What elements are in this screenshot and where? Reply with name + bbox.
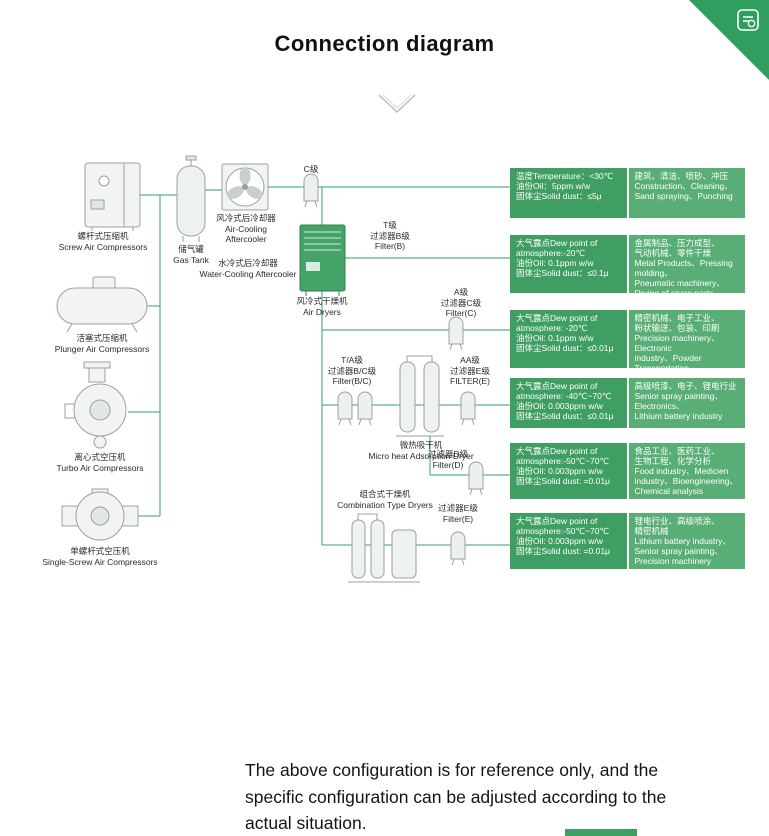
spec-box-3: 大气露点Dew point of atmosphere: -20℃ 油份Oil:… — [510, 310, 745, 368]
combination-dryer-icon — [348, 513, 420, 583]
spec-applications: 锂电行业、高级喷涂、 精密机械 Lithium battery industry… — [628, 513, 745, 569]
corner-triangle — [689, 0, 769, 80]
label-adsorption-dryer: 微热吸干机 Micro heat Adsorption Dryer — [368, 440, 474, 461]
label-air-cooling-aftercooler: 风冷式后冷却器 Air-Cooling Aftercooler — [216, 213, 276, 244]
gas-tank-icon — [176, 155, 206, 242]
certificate-icon — [737, 9, 759, 31]
label-filter-bc: T/A级 过滤器B/C级 Filter(B/C) — [327, 355, 377, 386]
spec-applications: 金属制品、压力成型、 气动机械、零件干燥 Metal Products、Pres… — [628, 235, 745, 293]
spec-conditions: 大气露点Dew point of atmosphere: -40℃~70℃ 油份… — [510, 378, 627, 428]
spec-conditions: 大气露点Dew point of atmosphere: -20℃ 油份Oil:… — [510, 310, 627, 368]
label-screw-compressor: 螺杆式压缩机 Screw Air Compressors — [58, 231, 148, 252]
label-single-screw-compressor: 单螺杆式空压机 Single-Screw Air Compressors — [42, 546, 158, 567]
filter-b-icon — [337, 391, 353, 426]
filter-e-lower-icon — [450, 531, 466, 566]
label-combination-dryer: 组合式干燥机 Combination Type Dryers — [337, 489, 433, 510]
spec-box-1: 温度Temperature：<30℃ 油份Oil：5ppm w/w 固体尘Sol… — [510, 168, 745, 218]
turbo-compressor-icon — [64, 361, 127, 449]
spec-applications: 高级喷漆、电子、锂电行业 Senior spray painting、 Elec… — [628, 378, 745, 428]
label-air-dryer: 风冷式干燥机 Air Dryers — [296, 296, 348, 317]
label-grade-c: C级 — [303, 164, 319, 174]
label-water-cooling-aftercooler: 水冷式后冷却器 Water-Cooling Aftercooler — [199, 258, 297, 279]
footer-note: The above configuration is for reference… — [245, 760, 667, 833]
plunger-compressor-icon — [56, 276, 148, 333]
label-plunger-compressor: 活塞式压缩机 Plunger Air Compressors — [54, 333, 150, 354]
label-filter-e-upper: AA级 过滤器E级 FILTER(E) — [450, 355, 490, 386]
label-filter-d: 过滤器D级 Filter(D) — [427, 449, 469, 470]
page-title: Connection diagram — [274, 31, 495, 56]
filter-d-icon — [468, 461, 484, 496]
label-turbo-compressor: 离心式空压机 Turbo Air Compressors — [56, 452, 144, 473]
spec-conditions: 温度Temperature：<30℃ 油份Oil：5ppm w/w 固体尘Sol… — [510, 168, 627, 218]
spec-applications: 精密机械、电子工业、 粉状输送、包装、印刷 Precision machiner… — [628, 310, 745, 368]
spec-conditions: 大气露点Dew point of atmosphere:-50℃~70℃ 油份O… — [510, 443, 627, 499]
label-filter-e-lower: 过滤器E级 Filter(E) — [438, 503, 478, 524]
single-screw-compressor-icon — [61, 488, 139, 541]
screw-compressor-icon — [84, 162, 141, 231]
spec-box-2: 大气露点Dew point of atmosphere:-20℃ 油份Oil: … — [510, 235, 745, 293]
spec-box-6: 大气露点Dew point of atmosphere:-50℃~70℃ 油份O… — [510, 513, 745, 569]
filter-c-icon — [448, 316, 464, 351]
aftercooler-fan-icon — [221, 163, 269, 211]
spec-conditions: 大气露点Dew point of atmosphere:-20℃ 油份Oil: … — [510, 235, 627, 293]
adsorption-dryer-icon — [396, 355, 444, 437]
spec-box-4: 大气露点Dew point of atmosphere: -40℃~70℃ 油份… — [510, 378, 745, 428]
label-filter-c: A级 过滤器C级 Filter(C) — [440, 287, 482, 318]
filter-grade-c-icon — [303, 173, 319, 208]
spec-applications: 食品工业、医药工业、 生物工程、化学分析 Food industry、Medic… — [628, 443, 745, 499]
air-dryer-icon — [299, 224, 346, 296]
filter-e-upper-icon — [460, 391, 476, 426]
spec-conditions: 大气露点Dew point of atmosphere:-50℃~70℃ 油份O… — [510, 513, 627, 569]
spec-box-5: 大气露点Dew point of atmosphere:-50℃~70℃ 油份O… — [510, 443, 745, 499]
filter-bc-icon — [357, 391, 373, 426]
chevron-down-icon — [378, 94, 416, 114]
spec-applications: 建筑、清洁、喷砂、冲压 Construction、Cleaning、 Sand … — [628, 168, 745, 218]
label-filter-b: T级 过滤器B级 Filter(B) — [370, 220, 410, 251]
bottom-green-bar — [565, 829, 637, 836]
label-gas-tank: 储气罐 Gas Tank — [173, 244, 209, 265]
